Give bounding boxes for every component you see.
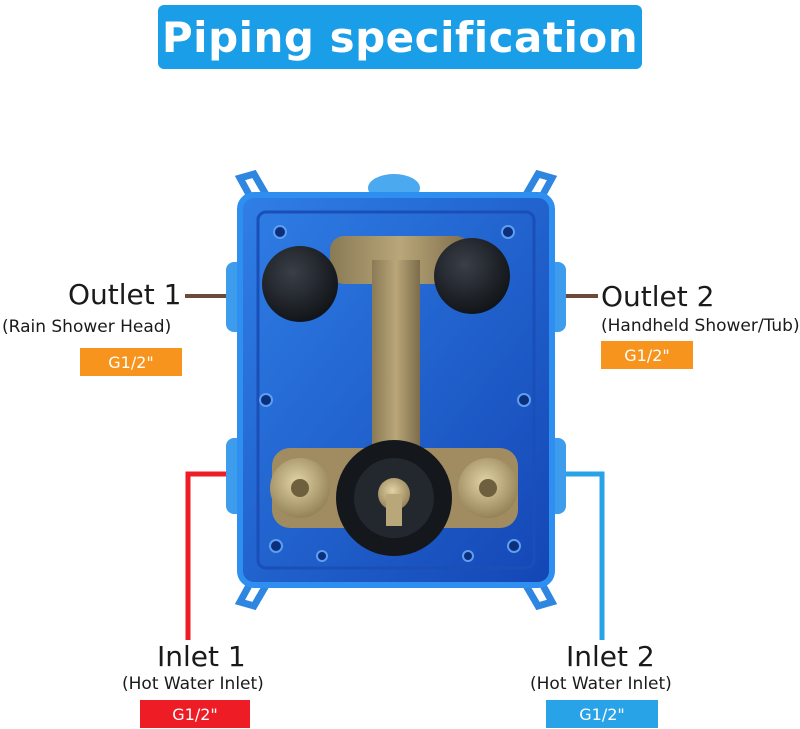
inlet2-label: Inlet 2 [566,640,655,673]
inlet2-pipe-line [553,471,605,640]
outlet1-size-badge: G1/2" [80,348,182,376]
outlet1-label: Outlet 1 [68,278,182,311]
inlet1-label: Inlet 1 [157,640,246,673]
outlet1-stop-knob [262,246,338,322]
outlet2-description: (Handheld Shower/Tub) [601,316,800,336]
inlet1-description: (Hot Water Inlet) [122,674,264,694]
outlet2-label: Outlet 2 [601,280,715,313]
mounting-ears [234,169,558,611]
inlet1-size-badge: G1/2" [140,700,250,728]
inlet2-size-badge: G1/2" [546,700,658,728]
inlet1-pipe-line [185,471,238,640]
outlet1-description: (Rain Shower Head) [2,317,172,337]
title-banner: Piping specification [158,5,642,69]
inlet2-description: (Hot Water Inlet) [530,674,672,694]
outlet2-stop-knob [434,238,510,314]
mounting-holes [259,225,531,562]
outlet2-size-badge: G1/2" [601,341,693,369]
page-title: Piping specification [161,12,639,62]
